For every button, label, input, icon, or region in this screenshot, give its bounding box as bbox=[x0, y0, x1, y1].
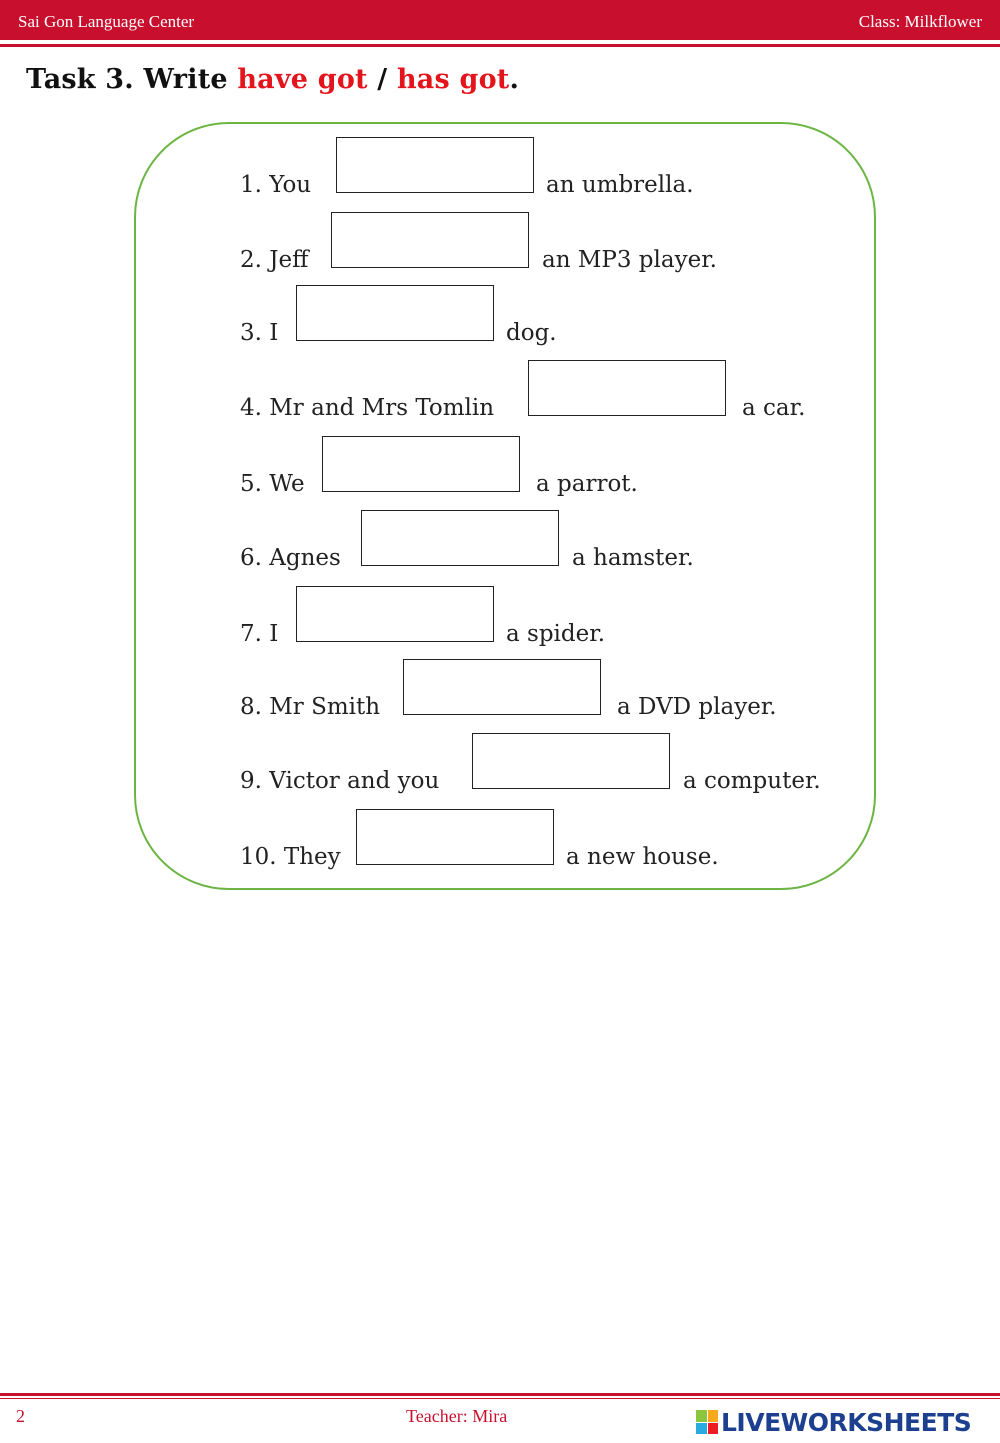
item-subject: 9. Victor and you bbox=[240, 768, 440, 794]
answer-box-3[interactable] bbox=[296, 285, 494, 341]
liveworksheets-logo-icon bbox=[696, 1410, 718, 1434]
liveworksheets-brand[interactable]: LIVEWORKSHEETS bbox=[696, 1405, 972, 1439]
page-number: 2 bbox=[16, 1406, 25, 1426]
item-object: a new house. bbox=[566, 844, 719, 870]
item-subject: 1. You bbox=[240, 172, 312, 198]
item-object: dog. bbox=[506, 320, 557, 346]
footer-rule-thin bbox=[0, 1398, 1000, 1399]
answer-box-5[interactable] bbox=[322, 436, 520, 492]
answer-box-1[interactable] bbox=[336, 137, 534, 193]
answer-box-9[interactable] bbox=[472, 733, 670, 789]
footer-rule bbox=[0, 1393, 1000, 1396]
item-subject: 10. They bbox=[240, 844, 341, 870]
option-has-got: has got bbox=[396, 64, 510, 95]
header-rule bbox=[0, 44, 1000, 47]
item-object: an MP3 player. bbox=[542, 247, 717, 273]
teacher-name: Teacher: Mira bbox=[406, 1406, 508, 1426]
item-object: a car. bbox=[742, 395, 806, 421]
answer-box-7[interactable] bbox=[296, 586, 494, 642]
answer-box-8[interactable] bbox=[403, 659, 601, 715]
item-object: a DVD player. bbox=[617, 694, 777, 720]
item-object: an umbrella. bbox=[546, 172, 694, 198]
task-title: Task 3. Write have got / has got. bbox=[26, 64, 519, 95]
item-subject: 4. Mr and Mrs Tomlin bbox=[240, 395, 495, 421]
class-name: Class: Milkflower bbox=[858, 12, 982, 31]
item-object: a computer. bbox=[683, 768, 821, 794]
item-object: a parrot. bbox=[536, 471, 638, 497]
option-have-got: have got bbox=[237, 64, 368, 95]
item-subject: 5. We bbox=[240, 471, 305, 497]
item-object: a spider. bbox=[506, 621, 606, 647]
answer-box-4[interactable] bbox=[528, 360, 726, 416]
item-subject: 8. Mr Smith bbox=[240, 694, 381, 720]
header-bar: Sai Gon Language Center Class: Milkflowe… bbox=[0, 0, 1000, 42]
item-subject: 2. Jeff bbox=[240, 247, 309, 273]
answer-box-2[interactable] bbox=[331, 212, 529, 268]
task-separator: / bbox=[367, 64, 397, 95]
answer-box-10[interactable] bbox=[356, 809, 554, 865]
task-prefix: Task 3. Write bbox=[26, 64, 238, 95]
item-subject: 3. I bbox=[240, 320, 279, 346]
answer-box-6[interactable] bbox=[361, 510, 559, 566]
exercise-frame bbox=[134, 122, 876, 890]
item-object: a hamster. bbox=[572, 545, 694, 571]
task-suffix: . bbox=[509, 64, 520, 95]
item-subject: 7. I bbox=[240, 621, 279, 647]
school-name: Sai Gon Language Center bbox=[18, 12, 195, 31]
item-subject: 6. Agnes bbox=[240, 545, 341, 571]
brand-text: LIVEWORKSHEETS bbox=[721, 1407, 972, 1437]
